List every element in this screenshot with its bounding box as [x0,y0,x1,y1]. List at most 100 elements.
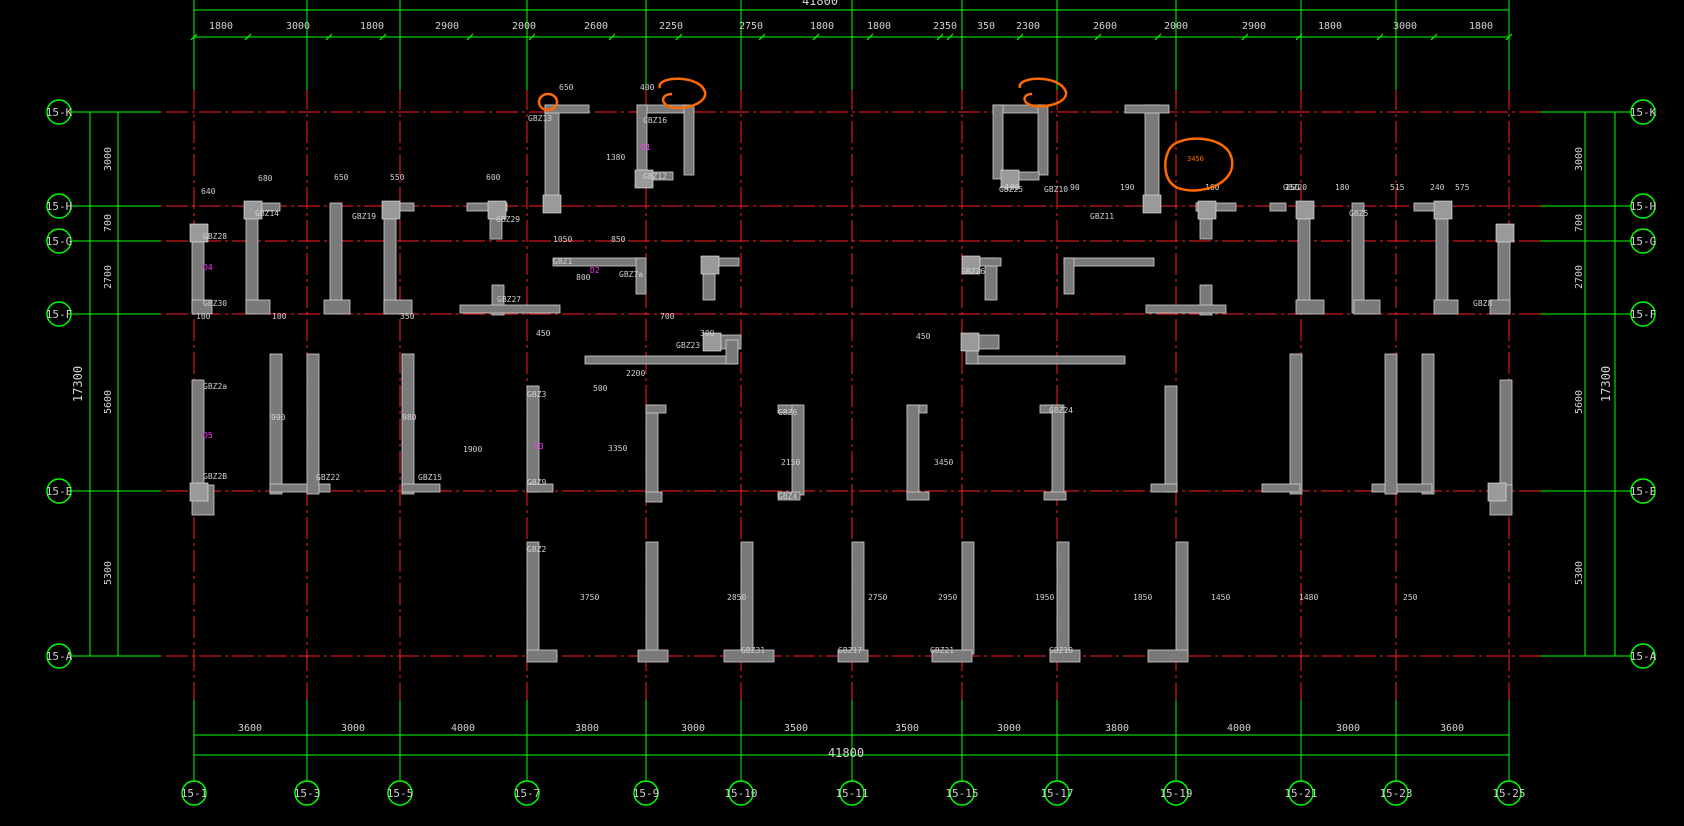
wall-segment [1351,202,1365,314]
markup-annotations: 3456 [537,77,1234,192]
top-dim-value: 1800 [209,21,233,32]
wall-pier [961,255,981,275]
wall-segment [1063,257,1075,295]
local-dim: 100 [196,312,211,321]
local-dim: 450 [916,332,931,341]
wall-pier [487,200,507,220]
axis-label: 15-K [1630,106,1657,119]
wall-segment [777,491,801,501]
dim-tick [325,33,333,41]
wall-label: GBZ16 [643,116,667,125]
local-dim: 100 [272,312,287,321]
top-dim-value: 2000 [512,21,536,32]
wall-label: GBZ7a [619,270,643,279]
dim-tick [1094,33,1102,41]
markup-circle [537,92,559,112]
axis-label: 15-E [46,485,73,498]
wall-segment [245,202,259,314]
wall-segment [1289,353,1303,495]
wall-segment [1421,353,1435,495]
axis-label: 15-A [46,650,73,663]
wall-segment [1297,202,1311,314]
local-dim: 850 [611,235,626,244]
wall-segment [1489,299,1511,315]
axis-label: 15-10 [724,787,757,800]
local-dim: 240 [1430,183,1445,192]
markup-note: 3456 [1187,155,1204,163]
local-dim: 1900 [463,445,482,454]
wall-label: GBZ12 [643,172,667,181]
wall-label: GBZ20 [1283,183,1307,192]
wall-label: GBZ23 [676,341,700,350]
local-dim: 1450 [1211,593,1230,602]
wall-segment [851,541,865,655]
wall-label: GBZ1 [553,257,572,266]
wall-label: GBZ10 [1044,185,1068,194]
dim-tick [528,33,536,41]
left-dim-value: 3000 [103,147,114,171]
dim-tick [190,33,198,41]
local-dim: 350 [400,312,415,321]
axis-bubble-15-1: 15-1 [181,780,208,806]
axis-label: 15-3 [294,787,321,800]
axis-bubble-left-15-F: 15-F [46,301,72,327]
dim-tick [866,33,874,41]
axis-label: 15-A [1630,650,1657,663]
wall-label: GBZ9 [527,478,546,487]
local-dim: 800 [576,273,591,282]
axis-bubble-right-15-E: 15-E [1630,478,1657,504]
wall-segment [1144,104,1160,206]
wall-segment [645,491,663,503]
axis-label: 15-23 [1379,787,1412,800]
dim-tick [379,33,387,41]
top-total-dim: 41800 [802,0,838,8]
local-dim: 2200 [626,369,645,378]
wall-label: GBZ4 [778,492,797,501]
axis-bubble-left-15-E: 15-E [46,478,73,504]
local-dim: 3350 [608,444,627,453]
dim-tick [1430,33,1438,41]
local-dim: 450 [536,329,551,338]
wall-pier [702,332,722,352]
wall-segment [931,649,973,663]
local-dim: 1380 [606,153,625,162]
wall-segment [1353,299,1381,315]
top-dim-value: 1800 [810,21,834,32]
local-dim: 700 [660,312,675,321]
local-dim: 2150 [781,458,800,467]
top-dim-value: 2000 [1164,21,1188,32]
wall-pier [1142,194,1162,214]
wall-label: GBZ2 [527,545,546,554]
left-dim-value: 5300 [103,561,114,585]
wall-pier [960,332,980,352]
wall-label: GBZ19 [352,212,376,221]
local-dim: 180 [1335,183,1350,192]
axis-bubble-right-15-A: 15-A [1630,643,1657,669]
wall-label: GBZ30 [203,299,227,308]
top-dim-value: 2300 [1016,21,1040,32]
wall-label: GBZ18 [1049,646,1073,655]
wall-label: GBZ15 [418,473,442,482]
local-dim: 3750 [580,593,599,602]
module-label: D2 [590,266,600,275]
bottom-dim-value: 4000 [451,723,475,734]
bottom-dim-value: 3500 [784,723,808,734]
axis-label: 15-E [1630,485,1657,498]
wall-label: GBZ25 [999,185,1023,194]
axis-bubble-15-25: 15-25 [1492,780,1526,806]
dim-tick [946,33,954,41]
wall-segment [1499,379,1513,493]
wall-segment [329,202,343,314]
axis-label: 15-1 [181,787,208,800]
wall-label: GBZ21 [930,646,954,655]
bottom-dim-value: 3000 [341,723,365,734]
wall-segment [683,104,695,176]
wall-segment [723,649,775,663]
wall-label: GBZ22 [316,473,340,482]
local-dim: 190 [1120,183,1135,192]
top-dim-value: 2900 [435,21,459,32]
wall-segment [637,649,669,663]
module-label: D1 [641,143,651,152]
left-dim-value: 5600 [103,390,114,414]
